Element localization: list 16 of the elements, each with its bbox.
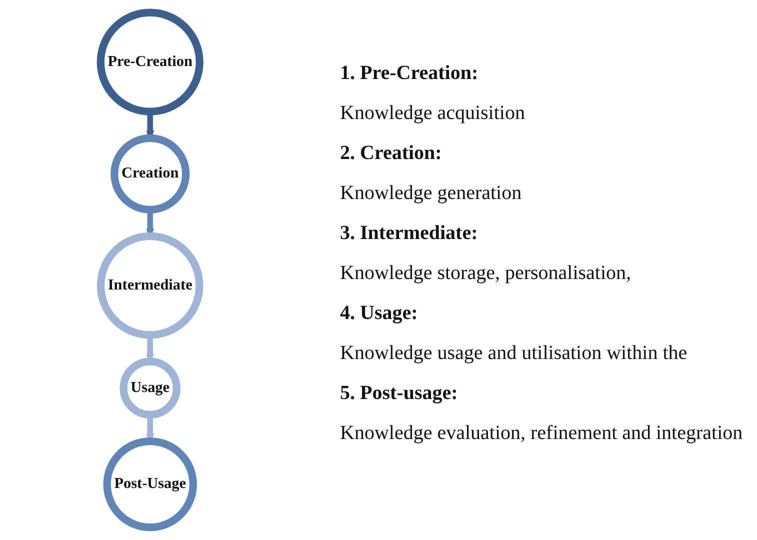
stage-cycle-diagram: Pre-Creation Creation Intermediate Usage Post-Usage bbox=[92, 5, 208, 535]
stage-description: Knowledge evaluation, refinement and integration bbox=[340, 421, 744, 446]
stage-description: Knowledge storage, personalisation, bbox=[340, 261, 632, 286]
node-circle bbox=[120, 358, 180, 418]
stage-heading: 1. Pre-Creation: bbox=[340, 61, 480, 86]
stage-description: Knowledge acquisition bbox=[340, 101, 526, 126]
stage-heading: 5. Post-usage: bbox=[340, 381, 459, 406]
stage-description: Knowledge generation bbox=[340, 181, 523, 206]
node-circle bbox=[96, 232, 204, 339]
node-circle bbox=[103, 438, 197, 532]
node-circle bbox=[110, 134, 190, 214]
node-circle bbox=[96, 8, 204, 116]
stage-description: Knowledge usage and utilisation within the bbox=[340, 341, 688, 366]
stage-heading: 4. Usage: bbox=[340, 301, 419, 326]
stage-heading: 3. Intermediate: bbox=[340, 221, 479, 246]
stage-heading: 2. Creation: bbox=[340, 141, 443, 166]
